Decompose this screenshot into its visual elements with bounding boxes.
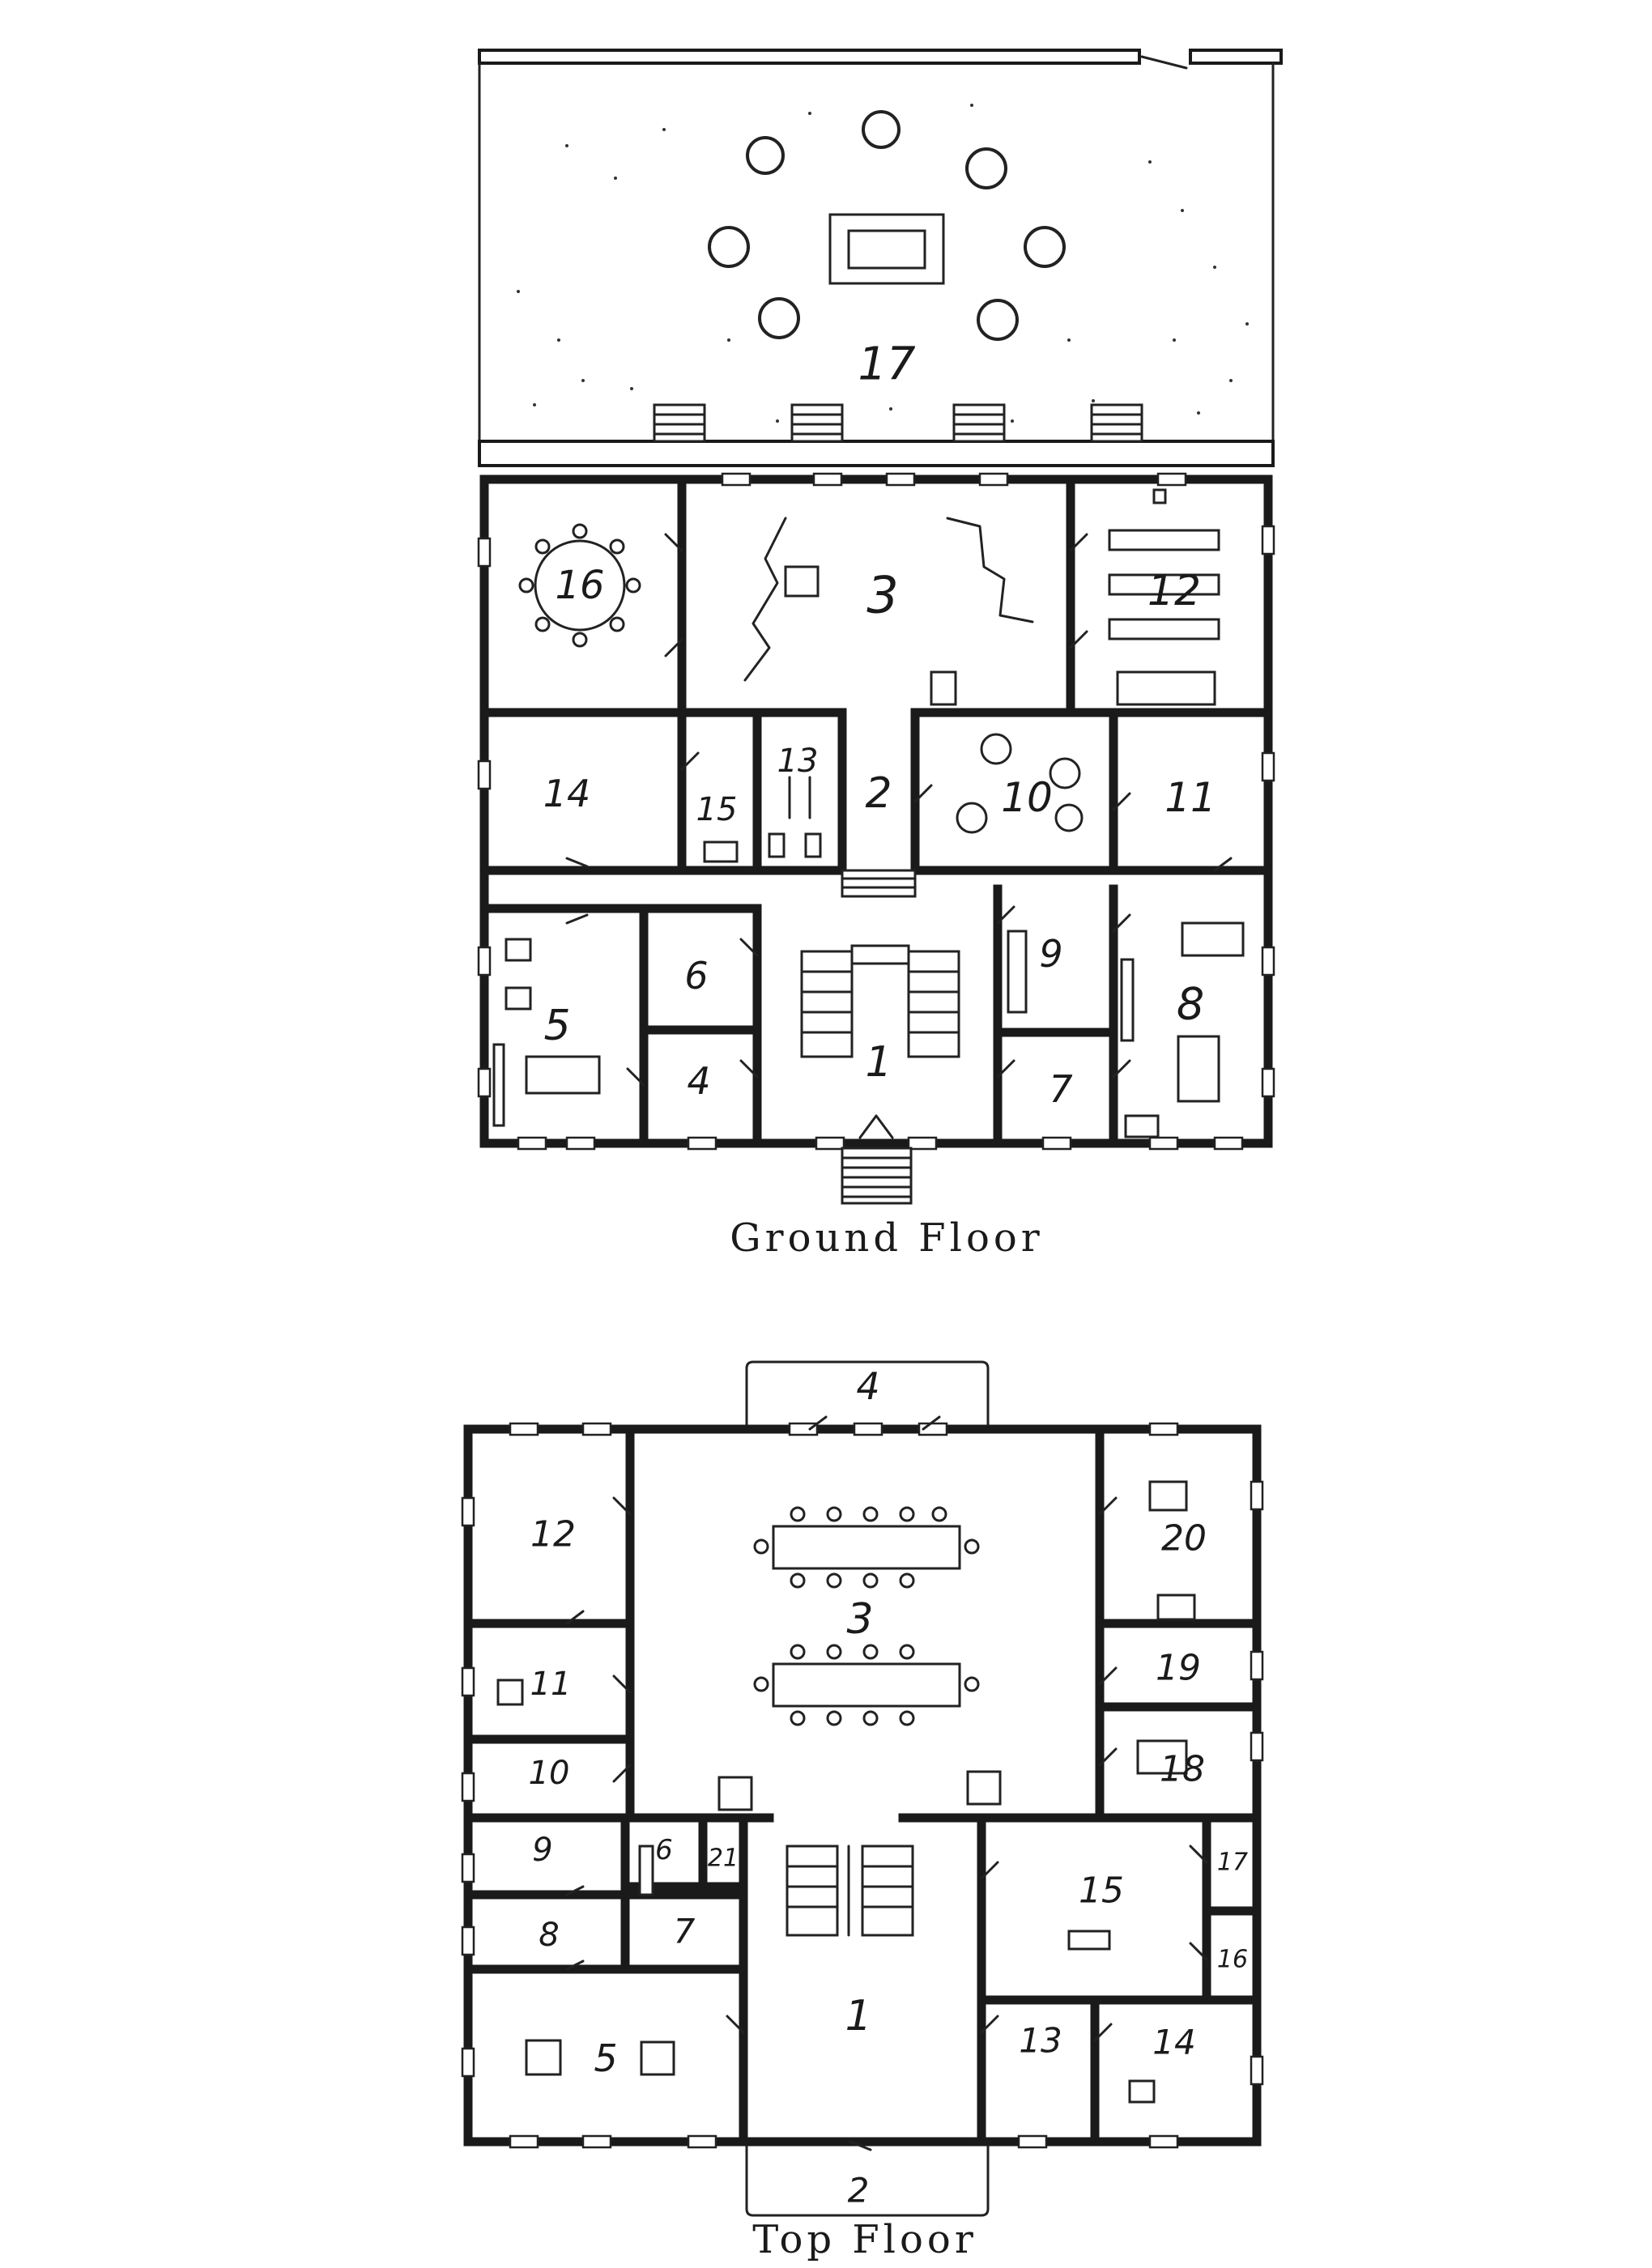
- room-number: 13: [1019, 2021, 1062, 2061]
- room-number: 3: [846, 1595, 873, 1644]
- room-number: 16: [1217, 1946, 1248, 1974]
- room-number: 5: [543, 1002, 570, 1050]
- room-number: 7: [674, 1912, 696, 1951]
- top-floor-windows: [461, 1422, 1264, 2149]
- room-number: 11: [530, 1666, 572, 1703]
- top-floor-plan: 1 2 3 4 5 6 7 8 9 10 11 12 13 14 15 16 1…: [461, 1360, 1264, 2262]
- garden-boundary: [478, 49, 1283, 467]
- room-number: 12: [1147, 567, 1201, 615]
- balconies: [745, 1360, 990, 2217]
- tree-icon: [977, 299, 1019, 341]
- room-number: 17: [858, 338, 916, 391]
- room-number: 3: [866, 566, 898, 625]
- room-number: 10: [1001, 774, 1053, 821]
- top-floor-room-labels: 1 2 3 4 5 6 7 8 9 10 11 12 13 14 15 16 1…: [529, 1364, 1249, 2211]
- top-floor-furniture: [496, 1480, 1196, 2104]
- tree-icon: [862, 110, 901, 149]
- ground-floor-caption: Ground Floor: [730, 1215, 1043, 1261]
- ground-floor-doors: [565, 533, 1233, 1087]
- round-table: [518, 523, 641, 648]
- room-number: 11: [1164, 774, 1216, 821]
- top-floor-staircase: [786, 1845, 914, 1937]
- waiting-sofa: [1007, 930, 1028, 1014]
- conference-tables: [717, 1506, 1002, 1811]
- room-number: 1: [845, 1992, 871, 2040]
- room-number: 5: [594, 2036, 617, 2080]
- hall-screens: [743, 517, 1034, 706]
- washroom-fixtures: [703, 776, 822, 863]
- room-number: 8: [539, 1917, 559, 1954]
- room-number: 10: [529, 1755, 570, 1792]
- ground-floor-windows: [477, 472, 1275, 1151]
- garden-texture: [517, 104, 1249, 423]
- room-number: 9: [1039, 932, 1062, 976]
- tree-icon: [1024, 226, 1066, 268]
- room-number: 15: [1079, 1870, 1124, 1912]
- room-number: 6: [655, 1834, 673, 1866]
- room-number: 4: [856, 1364, 879, 1408]
- room-number: 17: [1217, 1849, 1248, 1877]
- tree-icon: [746, 136, 785, 175]
- ground-floor-room-labels: 1 2 3 4 5 6 7 8 9 10 11 12 13 14 15 16 1…: [543, 338, 1216, 1112]
- main-staircase: [800, 869, 960, 1058]
- room-number: 7: [1049, 1067, 1072, 1111]
- room-number: 6: [684, 954, 708, 998]
- reception-desks: [492, 938, 601, 1127]
- room-number: 20: [1161, 1518, 1207, 1560]
- garden-steps: [653, 403, 1143, 443]
- room-number: 12: [530, 1514, 576, 1555]
- tree-icon: [758, 297, 800, 339]
- room-number: 9: [532, 1832, 552, 1869]
- room-number: 21: [708, 1845, 739, 1873]
- room-number: 19: [1156, 1648, 1201, 1689]
- ground-floor-plan: 1 2 3 4 5 6 7 8 9 10 11 12 13 14 15 16 1…: [477, 49, 1283, 1261]
- library-shelves: [1108, 488, 1220, 706]
- room-number: 18: [1160, 1749, 1205, 1790]
- fountain: [828, 213, 945, 285]
- tree-icon: [708, 226, 750, 268]
- room-number: 13: [777, 743, 819, 780]
- room-number: 15: [696, 791, 738, 828]
- top-floor-caption: Top Floor: [752, 2217, 977, 2262]
- room-number: 14: [1152, 2023, 1195, 2062]
- room-number: 1: [865, 1038, 892, 1087]
- tree-icon: [965, 147, 1007, 189]
- garden-trees: [708, 110, 1066, 341]
- office-desks: [1120, 921, 1245, 1138]
- room-number: 2: [848, 2171, 870, 2211]
- room-number: 16: [555, 563, 604, 608]
- room-number: 2: [865, 769, 892, 818]
- entrance-steps: [841, 1114, 913, 1205]
- room-number: 14: [543, 772, 591, 815]
- room-number: 8: [1177, 979, 1204, 1030]
- room-number: 4: [687, 1059, 710, 1103]
- top-floor-doors: [565, 1415, 1208, 2151]
- lounge-tables: [956, 733, 1084, 834]
